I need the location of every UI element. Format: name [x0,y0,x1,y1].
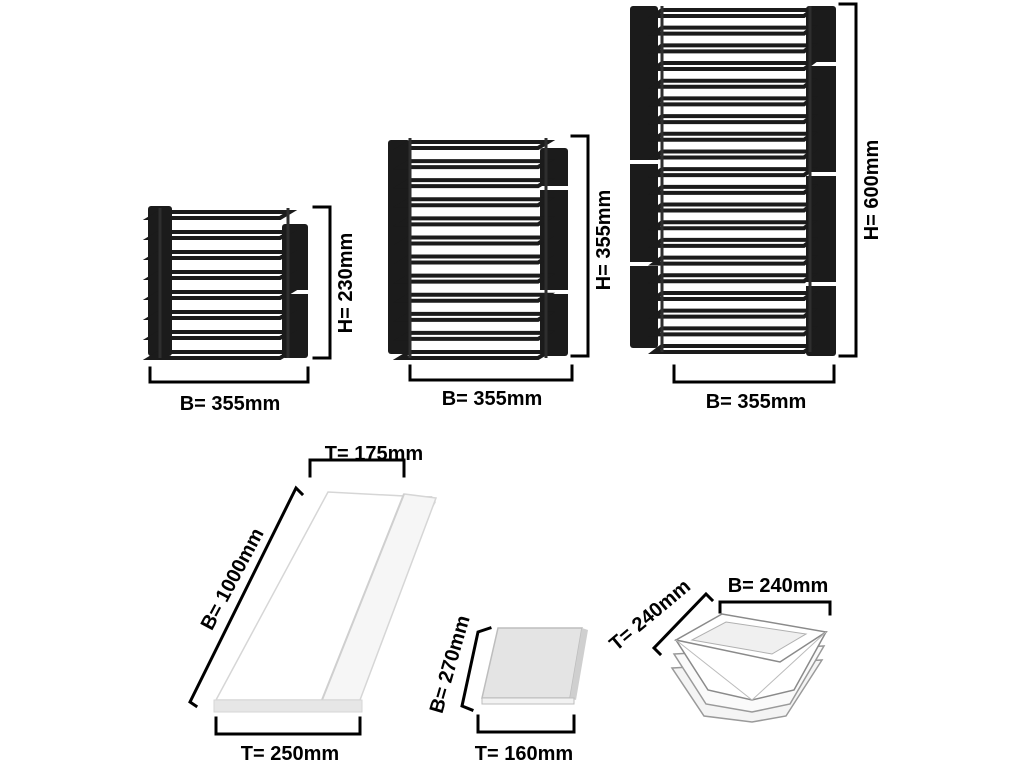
rack-large-shelves [648,6,818,354]
rack-shelf-slat [392,350,556,360]
rack-shelf-slat [648,202,818,213]
rack-shelf-slat [648,43,818,54]
rack-shelf-slat [648,326,818,337]
rack-shelf-slat [648,114,818,125]
rack-medium-right-notch [540,186,568,190]
rack-shelf-slat [648,78,818,89]
rack-large-width-label: B= 355mm [706,391,807,413]
rack-shelf-slat [392,254,556,265]
rack-medium-left-panel [388,140,410,354]
rack-shelf-slat [392,311,556,322]
bowl-width-dimension: B= 240mm [718,575,832,616]
rack-small-width-dimension: B= 355mm [148,366,310,415]
rack-shelf-slat [648,25,818,36]
rack-shelf-slat [142,230,298,240]
rack-shelf-slat [392,330,556,341]
rack-shelf-slat [392,235,556,246]
cutting-board-top-dimension: T= 175mm [308,443,423,478]
rack-shelf-slat [648,237,818,248]
rack-large [630,6,836,356]
bowl-width-label: B= 240mm [728,575,829,597]
rack-shelf-slat [648,308,818,319]
bowl-inner [690,621,808,655]
rack-shelf-slat [142,310,298,320]
cutting-board [213,491,438,713]
rack-large-right-notch-2 [806,172,836,176]
tray-depth-label: T= 160mm [475,743,573,765]
rack-shelf-slat [392,178,556,189]
rack-large-height-label: H= 600mm [861,140,883,241]
cutting-board-bottom-dimension: T= 250mm [214,716,362,765]
tray-top [481,627,583,699]
rack-shelf-slat [142,270,298,280]
rack-large-right-notch [806,62,836,66]
rack-small-width-label: B= 355mm [180,393,281,415]
rack-shelf-slat [142,350,298,360]
rack-medium-height-label: H= 355mm [593,190,615,291]
rack-shelf-slat [142,290,298,300]
rack-shelf-slat [648,149,818,160]
rack-shelf-slat [648,184,818,195]
tray-length-label: B= 270mm [426,613,475,716]
rack-shelf-slat [392,159,556,170]
tray-length-dimension: B= 270mm [426,613,492,716]
rack-medium-right-notch-2 [540,290,568,294]
cutting-board-seam [321,493,405,701]
rack-small-height-dimension: H= 230mm [312,205,357,360]
rack-shelf-slat [648,290,818,301]
bowl-crease-right [751,631,827,701]
rack-medium-height-dimension: H= 355mm [570,134,615,358]
rack-small-shelves [142,208,298,360]
rack-small-right-notch [282,290,308,294]
cutting-board-base [213,699,363,713]
rack-small [142,206,308,360]
bowl-crease-left [675,639,753,701]
rack-shelf-slat [648,344,818,354]
rack-shelf-slat [392,197,556,208]
rack-large-right-notch-3 [806,282,836,286]
rack-medium [388,138,568,360]
rack-shelf-slat [142,210,298,220]
tray-depth-dimension: T= 160mm [475,714,576,765]
bowl-stack [670,613,829,723]
rack-medium-shelves [392,138,556,360]
rack-shelf-slat [392,273,556,284]
cutting-board-bottom-depth-label: T= 250mm [241,743,339,765]
rack-large-width-dimension: B= 355mm [672,364,836,413]
tray [481,627,588,705]
rack-shelf-slat [142,330,298,340]
rack-shelf-slat [648,61,818,72]
rack-shelf-slat [392,292,556,303]
tray-side [570,628,588,700]
rack-large-left-notch-2 [630,262,658,266]
rack-large-height-dimension: H= 600mm [838,2,883,358]
rack-shelf-slat [648,255,818,266]
rack-shelf-slat [648,273,818,284]
rack-shelf-slat [648,220,818,231]
rack-shelf-slat [648,131,818,142]
rack-large-left-notch [630,160,658,164]
rack-medium-width-dimension: B= 355mm [408,364,574,410]
rack-medium-width-label: B= 355mm [442,388,543,410]
rack-shelf-slat [392,140,556,150]
cutting-board-top-depth-label: T= 175mm [325,443,423,465]
rack-small-height-label: H= 230mm [335,233,357,334]
rack-shelf-slat [142,250,298,260]
tray-front [481,697,575,705]
rack-shelf-slat [392,216,556,227]
rack-shelf-slat [648,167,818,178]
rack-shelf-slat [648,8,818,18]
rack-shelf-slat [648,96,818,107]
rack-large-right-panel [806,6,836,356]
